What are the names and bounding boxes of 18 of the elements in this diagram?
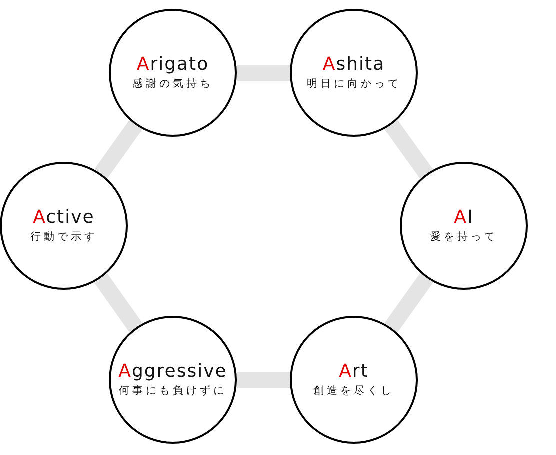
connector-band (94, 274, 143, 332)
connector-band (384, 120, 434, 179)
node-subtitle: 創造を尽くし (314, 384, 394, 398)
node-subtitle: 感謝の気持ち (132, 77, 214, 92)
node-title: Arigato (136, 54, 210, 74)
node-subtitle: 愛を持って (430, 230, 498, 244)
node-title: Ashita (322, 54, 386, 74)
node-title: Active (33, 208, 95, 228)
node-title: Aggressive (118, 362, 228, 382)
node-subtitle: 明日に向かって (306, 77, 402, 92)
connector-band (94, 120, 142, 179)
node-subtitle: 何事にも負けずに (119, 384, 227, 398)
connector-band (237, 65, 290, 81)
node-title: AI (454, 208, 474, 228)
node-title: Art (339, 362, 369, 382)
connector-band (384, 273, 434, 333)
node-subtitle: 行動で示す (30, 230, 98, 244)
connector-band (237, 372, 290, 388)
